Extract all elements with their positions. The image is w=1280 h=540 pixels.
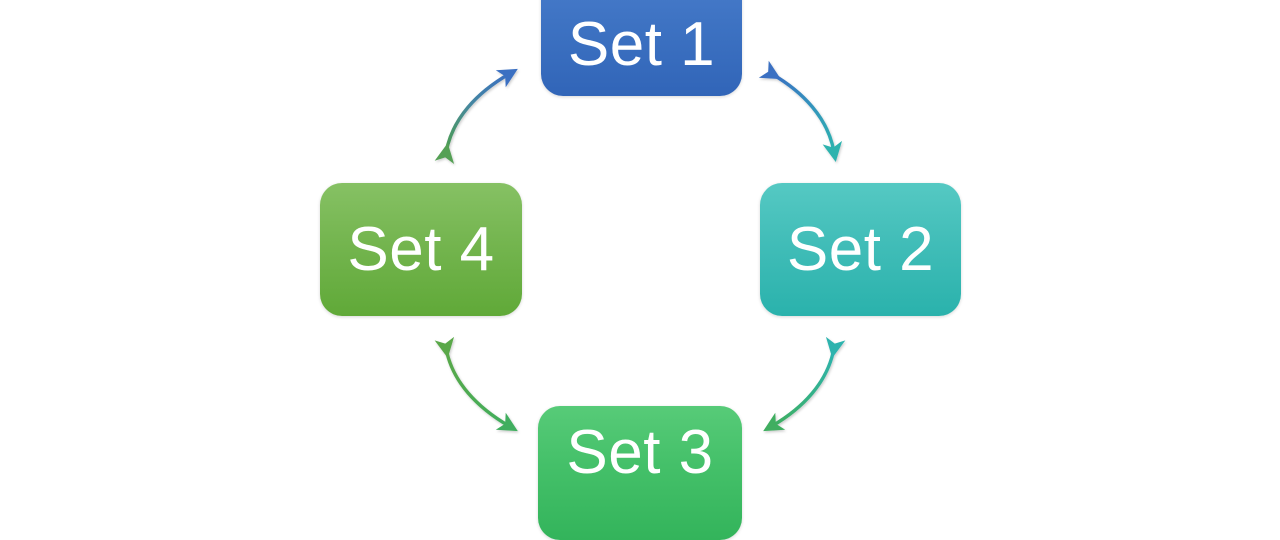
node-set-2[interactable]: Set 2 [760,183,961,316]
node-set-1-label: Set 1 [567,10,716,79]
diagram-canvas [434,60,846,432]
connector-set1-set2 [758,60,843,163]
node-set-3-label: Set 3 [566,418,714,487]
node-set-2-label: Set 2 [786,214,935,284]
node-set-4-label: Set 4 [347,214,495,284]
connector-set3-set4 [434,336,518,432]
node-set-3[interactable]: Set 3 [538,406,742,540]
connector-set2-set3 [763,336,846,432]
node-set-4[interactable]: Set 4 [320,183,522,316]
node-set-1[interactable]: Set 1 [541,0,742,96]
connector-set4-set1 [434,68,518,165]
